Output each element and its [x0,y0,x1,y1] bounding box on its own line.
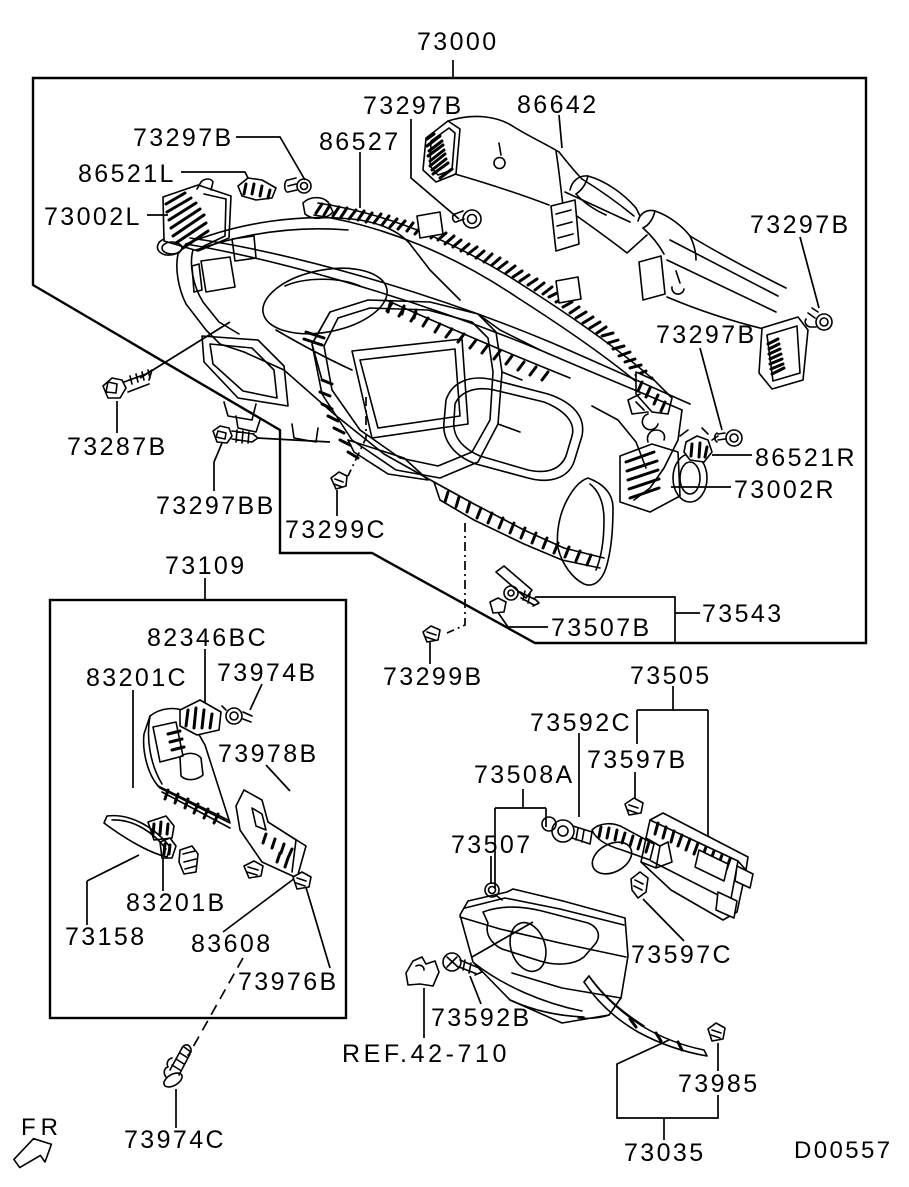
svg-text:86527: 86527 [319,128,401,156]
svg-text:73976B: 73976B [238,968,339,996]
svg-text:73592B: 73592B [431,1004,532,1032]
svg-text:73592C: 73592C [530,709,632,737]
svg-text:73109: 73109 [165,552,247,580]
svg-text:86521L: 86521L [78,160,176,188]
svg-text:73002L: 73002L [44,203,142,231]
svg-text:73299B: 73299B [383,663,484,691]
svg-text:73507: 73507 [451,831,533,859]
svg-text:73297B: 73297B [750,211,851,239]
svg-text:D00557: D00557 [794,1137,892,1164]
svg-text:73507B: 73507B [551,614,652,642]
svg-text:73287B: 73287B [67,433,168,461]
svg-text:73000: 73000 [417,28,499,56]
svg-text:73974C: 73974C [124,1126,226,1154]
svg-text:73985: 73985 [678,1070,760,1098]
svg-text:73158: 73158 [65,923,147,951]
svg-text:73299C: 73299C [285,516,387,544]
svg-text:83201B: 83201B [126,889,227,917]
svg-text:73002R: 73002R [734,476,836,504]
svg-text:REF.42-710: REF.42-710 [342,1040,510,1068]
svg-text:83608: 83608 [191,930,273,958]
svg-text:86642: 86642 [517,91,599,119]
svg-text:73543: 73543 [702,600,784,628]
svg-text:73597C: 73597C [631,941,733,969]
svg-text:86521R: 86521R [755,444,857,472]
svg-text:FR: FR [21,1114,63,1141]
svg-text:73297B: 73297B [363,92,464,120]
svg-text:73974B: 73974B [217,659,318,687]
svg-text:73508A: 73508A [474,761,575,789]
svg-text:73035: 73035 [624,1139,706,1167]
svg-text:73978B: 73978B [218,740,319,768]
svg-text:83201C: 83201C [86,664,188,692]
svg-text:73297BB: 73297BB [156,492,276,520]
svg-text:73297B: 73297B [133,124,234,152]
svg-text:82346BC: 82346BC [147,624,268,652]
svg-text:73597B: 73597B [587,746,688,774]
svg-text:73505: 73505 [630,662,712,690]
svg-text:73297B: 73297B [656,321,757,349]
